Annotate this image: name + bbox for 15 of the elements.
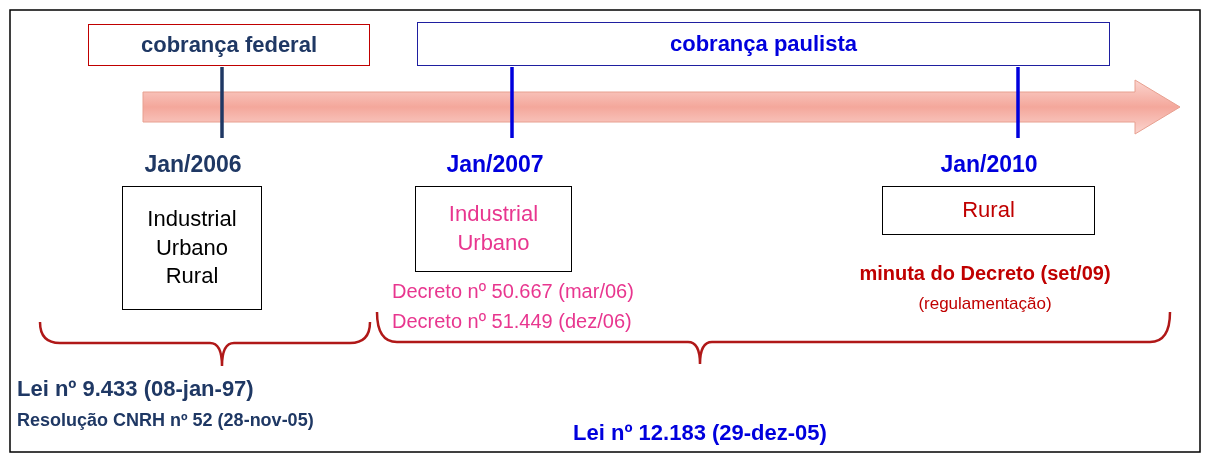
period-label-box: cobrança federal [88,24,370,66]
date-label: Jan/2010 [939,149,1039,179]
decree-note: minuta do Decreto (set/09) [858,262,1112,285]
note-text: (regulamentação) [917,294,1053,314]
period-label-box: cobrança paulista [417,22,1110,66]
law-reference: Lei nº 12.183 (29-dez-05) [572,420,828,446]
category-box: Industrial Urbano [415,186,572,272]
date-label: Jan/2007 [445,149,545,179]
category-box: Industrial Urbano Rural [122,186,262,310]
category-box: Rural [882,186,1095,235]
resolution-reference: Resolução CNRH nº 52 (28-nov-05) [17,410,315,431]
law-reference: Lei nº 9.433 (08-jan-97) [17,376,255,402]
decree-note: Decreto nº 50.667 (mar/06) [392,280,635,303]
decree-note: Decreto nº 51.449 (dez/06) [392,310,633,333]
date-label: Jan/2006 [143,149,243,179]
